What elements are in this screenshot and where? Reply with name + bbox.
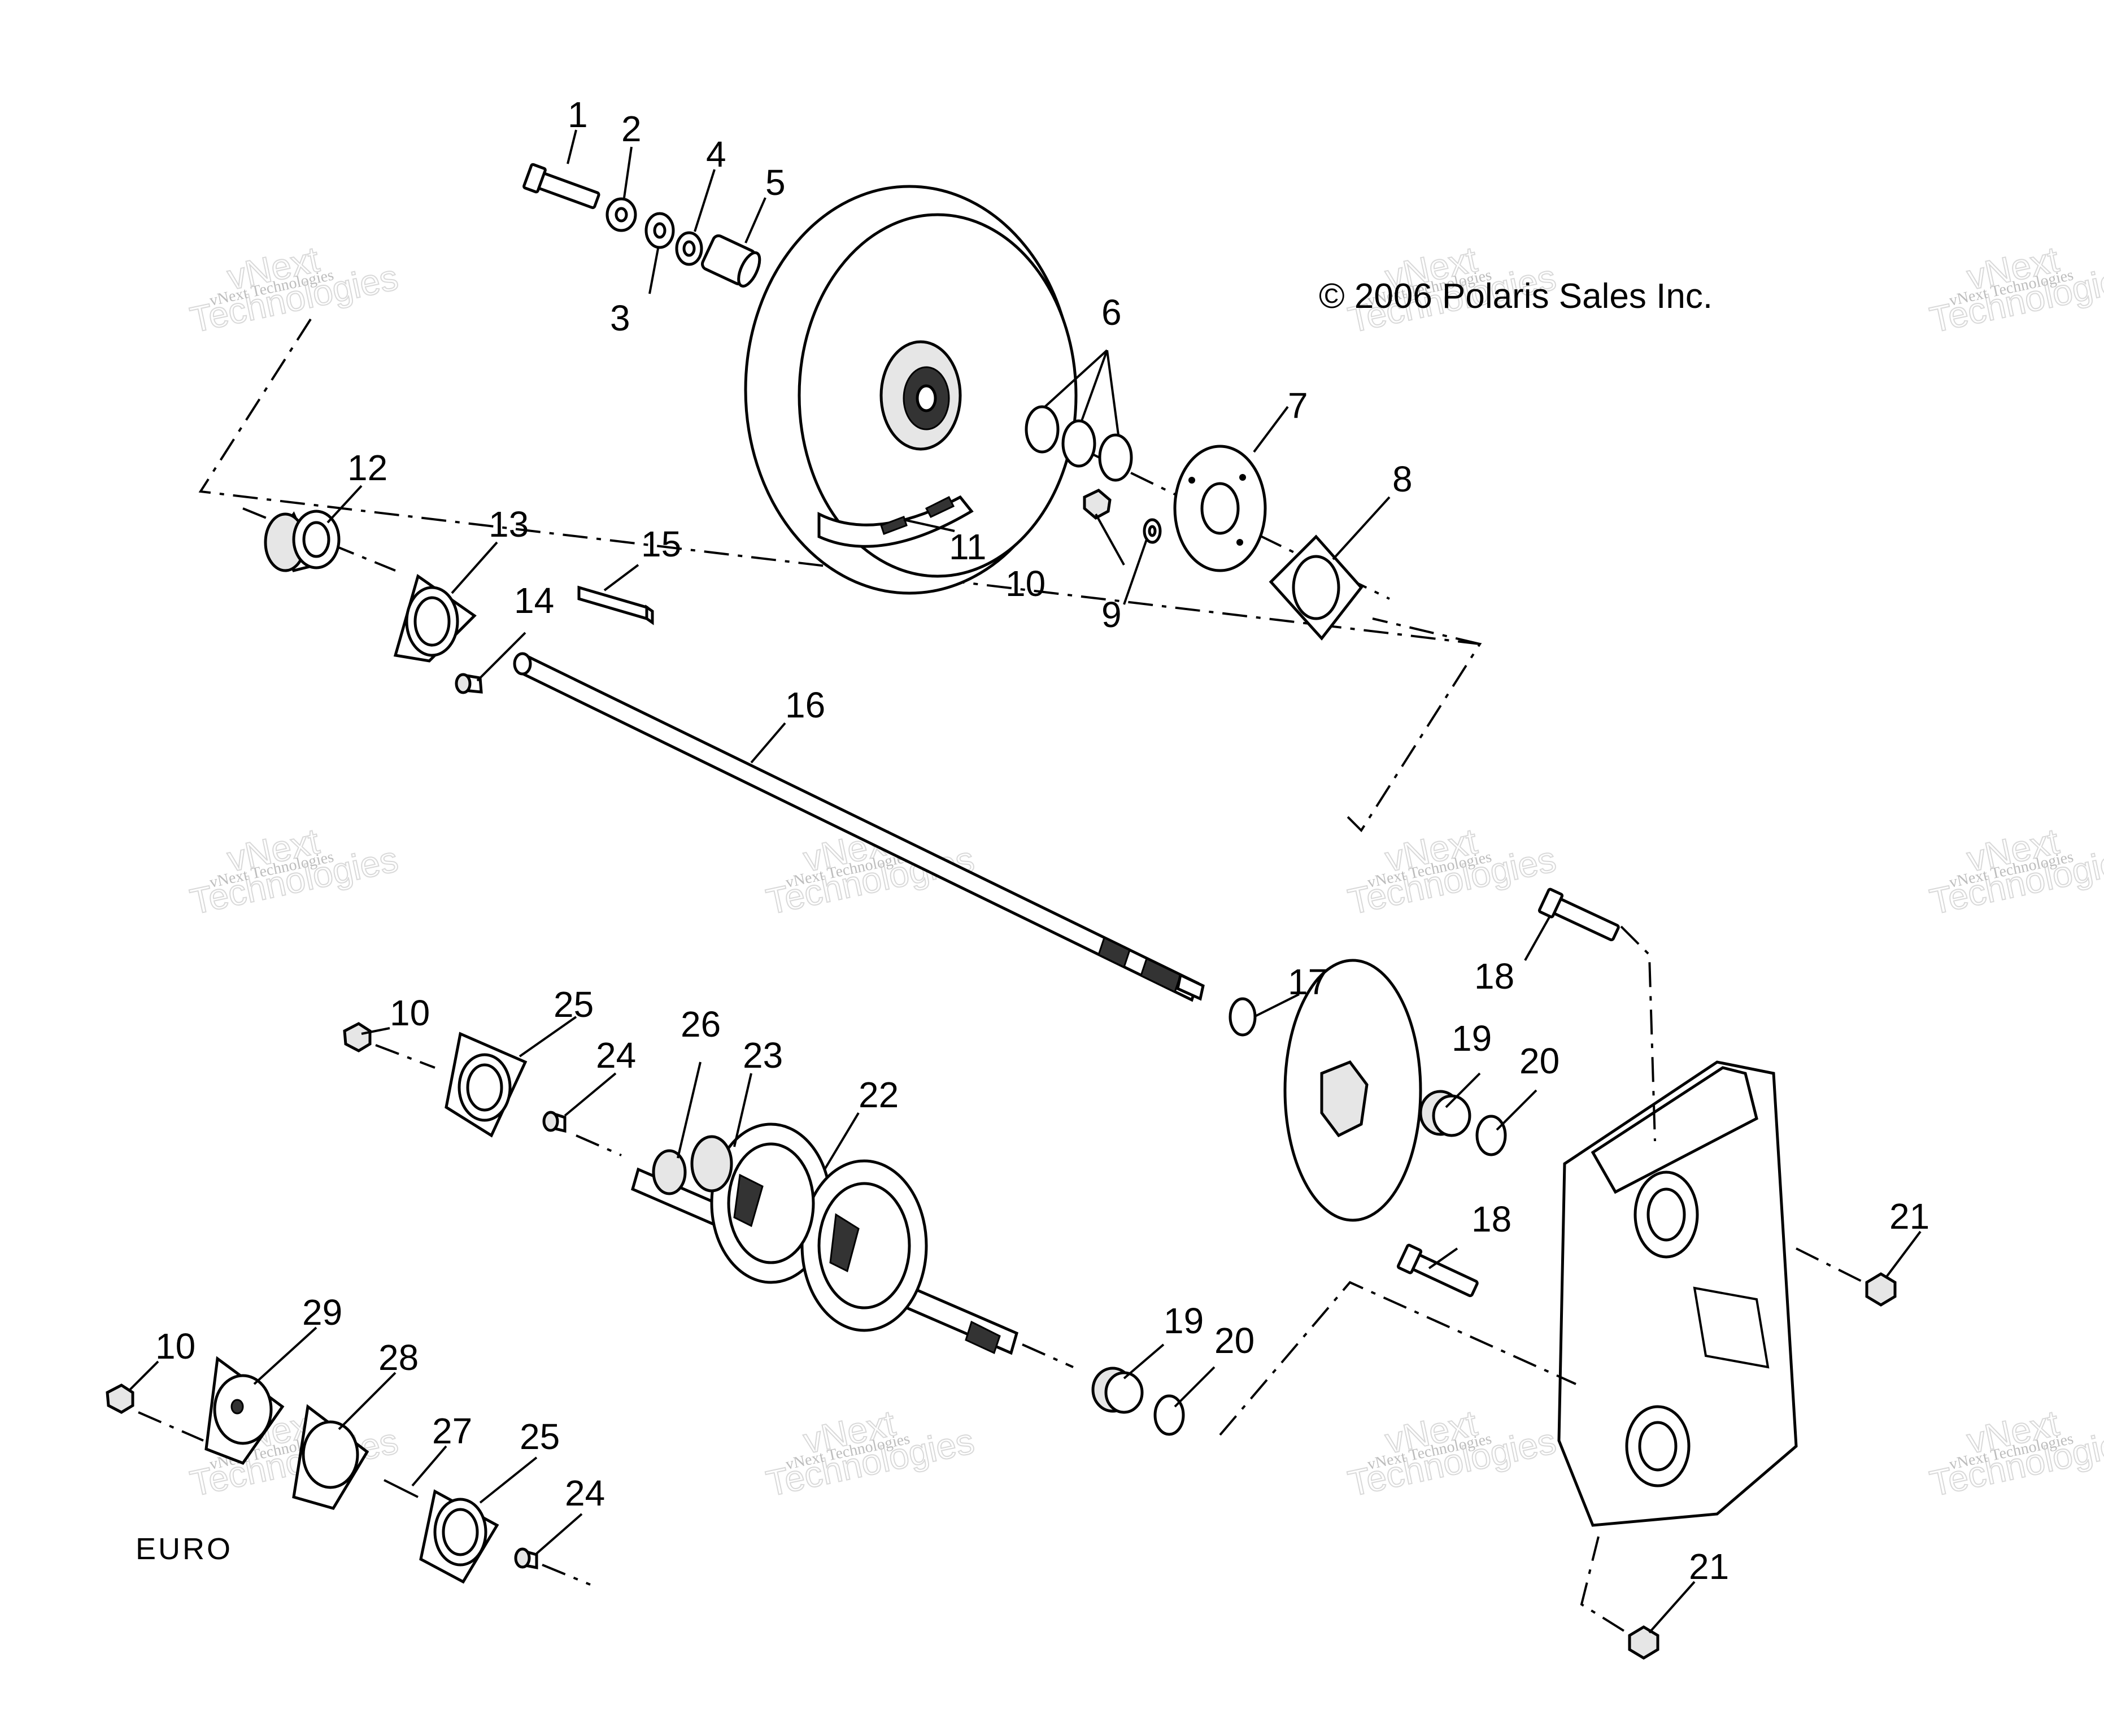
- callout-19-lower: 19: [1164, 1300, 1204, 1341]
- part-5-spacer: [701, 234, 761, 288]
- lower-centerline-3: [1022, 1343, 1074, 1368]
- part-13-bearing-flange: [393, 573, 477, 663]
- callout-10-lower: 10: [390, 993, 430, 1033]
- callout-15: 15: [641, 524, 681, 564]
- chaincase-dashline-3: [1796, 1247, 1865, 1283]
- callout-2: 2: [621, 108, 642, 149]
- part-18-bolt-upper: [1537, 887, 1620, 942]
- part-14-bolt: [455, 673, 483, 694]
- callout-25-euro: 25: [520, 1416, 560, 1457]
- part-27-spring-pin: [384, 1479, 419, 1498]
- part-29-bearing-flange-euro: [204, 1356, 285, 1465]
- assembly-outline-upper-right: [1372, 617, 1480, 645]
- callout-23: 23: [743, 1035, 783, 1076]
- part-21-nut-lower: [1628, 1625, 1659, 1660]
- callout-6: 6: [1101, 292, 1122, 333]
- part-24-bolt-upper: [542, 1111, 567, 1133]
- part-12-bearing: [264, 510, 341, 572]
- callout-21-lower: 21: [1689, 1546, 1729, 1587]
- part-10-nut-euro: [106, 1383, 134, 1414]
- callout-29: 29: [302, 1292, 342, 1333]
- lower-centerline-2: [576, 1134, 622, 1156]
- callout-12: 12: [347, 447, 387, 488]
- callout-27: 27: [432, 1411, 472, 1451]
- callout-1: 1: [568, 94, 588, 135]
- part-28-flange-plate-euro: [292, 1404, 369, 1510]
- callout-10-euro: 10: [155, 1326, 195, 1367]
- callout-28: 28: [378, 1337, 419, 1378]
- part-7-flange-plate: [1173, 445, 1267, 572]
- part-21-nut-upper: [1865, 1272, 1897, 1307]
- chaincase-dashline-4: [1580, 1536, 1628, 1634]
- callout-24: 24: [596, 1035, 636, 1076]
- callout-10: 10: [1005, 563, 1046, 604]
- part-6-o-rings: [1025, 405, 1133, 482]
- callout-20-lower: 20: [1214, 1320, 1254, 1361]
- part-19-bearing-upper: [1419, 1090, 1471, 1137]
- chaincase-dashline-1: [1620, 925, 1656, 1142]
- callout-22: 22: [859, 1074, 899, 1115]
- brake-disc: [1283, 959, 1422, 1222]
- part-4-ring: [675, 231, 703, 266]
- callout-11: 11: [949, 527, 986, 567]
- callout-18-lower: 18: [1471, 1199, 1511, 1239]
- part-22-track-drive-sprocket-assembly: [630, 1122, 1019, 1355]
- callout-20: 20: [1519, 1041, 1560, 1081]
- callout-8: 8: [1392, 459, 1413, 499]
- euro-centerline-2: [542, 1564, 591, 1586]
- leader-lines: [129, 129, 1922, 1634]
- lower-centerline-1: [375, 1044, 435, 1069]
- callout-14: 14: [514, 580, 554, 621]
- callout-19: 19: [1452, 1018, 1492, 1059]
- chaincase-housing: [1557, 1060, 1798, 1527]
- callout-16: 16: [785, 685, 825, 725]
- chaincase-dashline-2: [1219, 1281, 1576, 1436]
- part-15-key: [577, 585, 654, 625]
- callout-25: 25: [554, 984, 594, 1025]
- copyright-notice: © 2006 Polaris Sales Inc.: [1319, 277, 1713, 316]
- part-20-seal-upper: [1475, 1115, 1507, 1156]
- part-16-driveshaft: [513, 652, 1205, 1002]
- part-10-nut: [1083, 489, 1112, 520]
- watermarks: vNext Technologies vNext Technologies vN…: [186, 238, 2104, 1505]
- part-8-bearing-flange: [1269, 534, 1364, 641]
- callout-18: 18: [1474, 956, 1514, 997]
- part-25-bearing-flange-euro: [419, 1489, 499, 1584]
- callout-9: 9: [1101, 594, 1122, 635]
- part-18-bolt-lower: [1396, 1243, 1479, 1298]
- part-24-bolt-euro: [514, 1547, 538, 1570]
- part-3-washer: [644, 212, 675, 249]
- part-11-chain-sprocket: [744, 185, 1078, 595]
- part-1-bolt: [522, 163, 600, 210]
- euro-variant-label: EURO: [136, 1532, 233, 1566]
- part-2-washer: [606, 197, 637, 232]
- part-17-snap-ring: [1229, 997, 1257, 1037]
- part-9-washer: [1143, 518, 1162, 544]
- callout-7: 7: [1288, 385, 1308, 426]
- part-19-bearing-lower: [1091, 1367, 1144, 1414]
- callout-5: 5: [765, 162, 786, 203]
- callout-24-euro: 24: [565, 1473, 605, 1513]
- part-25-bearing-flange-upper: [445, 1032, 528, 1138]
- callout-4: 4: [706, 134, 726, 175]
- callout-26: 26: [681, 1004, 721, 1045]
- callout-17: 17: [1288, 961, 1328, 1002]
- part-10-nut-lower: [343, 1022, 372, 1052]
- callouts: 1 2 3 4 5 6 7 8 9 10 11 12 13 14 15 16 1…: [155, 94, 1929, 1587]
- euro-centerline-1: [138, 1411, 204, 1442]
- callout-21: 21: [1889, 1196, 1929, 1237]
- callout-3: 3: [610, 298, 630, 338]
- callout-13: 13: [489, 504, 529, 545]
